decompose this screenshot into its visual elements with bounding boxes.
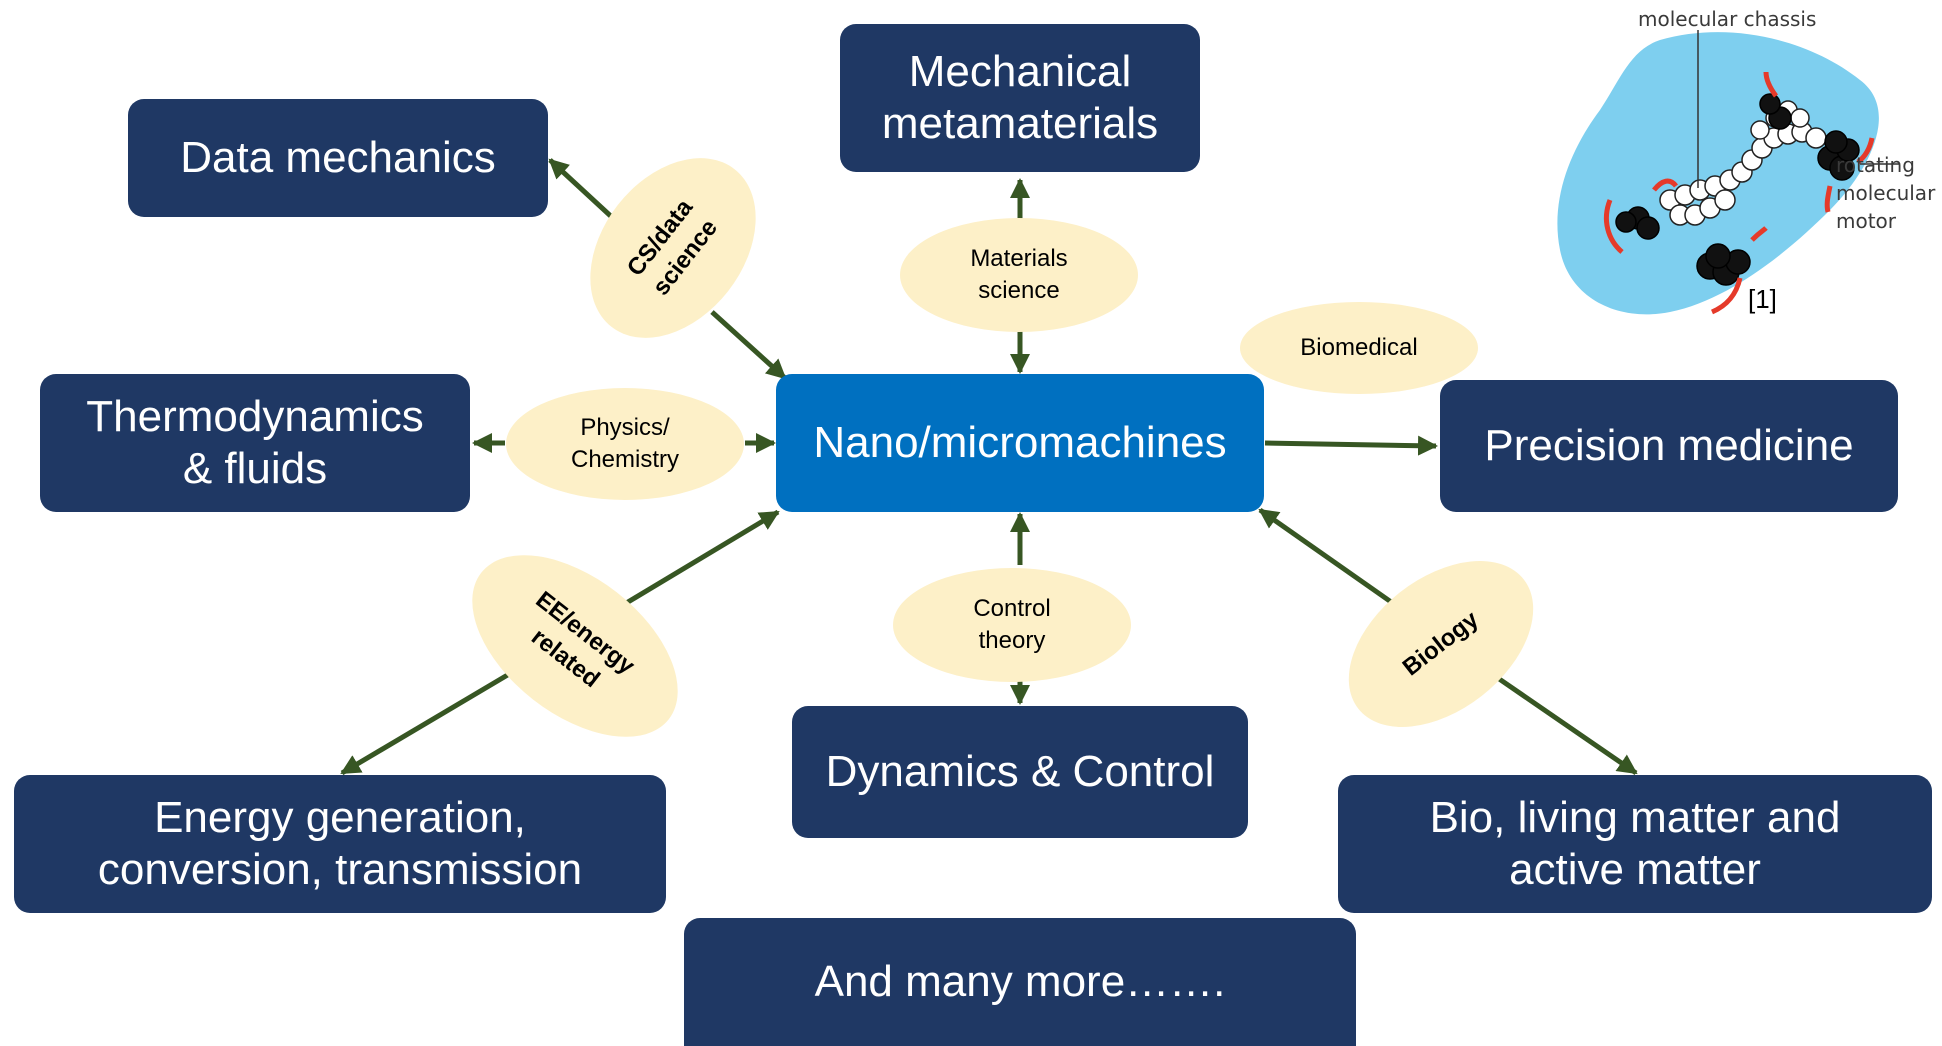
oval-label: Materials science — [970, 245, 1068, 304]
arrow-to-bio-matter — [1490, 671, 1638, 776]
oval-materials-science: Materials science — [900, 218, 1138, 332]
box-dynamics-control: Dynamics & Control — [792, 706, 1248, 838]
molecular-motor-illustration: molecular chassis rotating molecular mot… — [1557, 7, 1936, 315]
label-molecular-chassis: molecular chassis — [1638, 7, 1816, 31]
box-precision-medicine: Precision medicine — [1440, 380, 1898, 512]
arrow-to-energy — [340, 667, 518, 776]
oval-label: Physics/ Chemistry — [570, 414, 679, 473]
rotation-arrow — [1856, 137, 1875, 164]
box-mechanical-metamaterials: Mechanical metamaterials — [840, 24, 1200, 172]
box-data-mechanics: Data mechanics — [128, 99, 548, 217]
oval-physics-chemistry: Physics/ Chemistry — [506, 388, 744, 500]
rotation-arrow — [1652, 178, 1678, 192]
box-thermodynamics-fluids: Thermodynamics & fluids — [40, 374, 470, 512]
label-rotating-motor-line3: motor — [1836, 209, 1897, 233]
wheel — [1615, 211, 1637, 233]
label-rotating-motor-line1: rotating — [1836, 153, 1915, 177]
rotation-arrow — [1710, 277, 1743, 315]
oval-label: EE/energy related — [526, 586, 640, 694]
rotation-arrow — [1824, 185, 1833, 213]
rotation-arrow — [1763, 71, 1779, 98]
rotation-arrow — [1604, 199, 1624, 254]
figure-reference: [1] — [1748, 284, 1777, 314]
arrow-to-precision-medicine — [1264, 435, 1438, 456]
box-energy-generation: Energy generation, conversion, transmiss… — [14, 775, 666, 913]
oval-label: Biology — [1397, 605, 1484, 682]
arrow-ee-to-center — [616, 509, 780, 611]
oval-label: Biomedical — [1300, 334, 1418, 361]
oval-control-theory: Control theory — [893, 568, 1131, 682]
oval-label: CS/data science — [621, 194, 723, 301]
oval-biomedical: Biomedical — [1240, 302, 1478, 394]
arrow-cs-to-center — [710, 310, 787, 380]
arrow-biology-to-center — [1258, 507, 1396, 607]
oval-label: Control theory — [973, 595, 1051, 654]
surface-blob — [1557, 32, 1879, 315]
box-and-many-more: And many more……. — [684, 918, 1356, 1046]
box-nano-micromachines: Nano/micromachines — [776, 374, 1264, 512]
label-rotating-motor-line2: molecular — [1836, 181, 1936, 205]
box-bio-living-matter: Bio, living matter and active matter — [1338, 775, 1932, 913]
rotation-arrow — [1750, 226, 1768, 242]
